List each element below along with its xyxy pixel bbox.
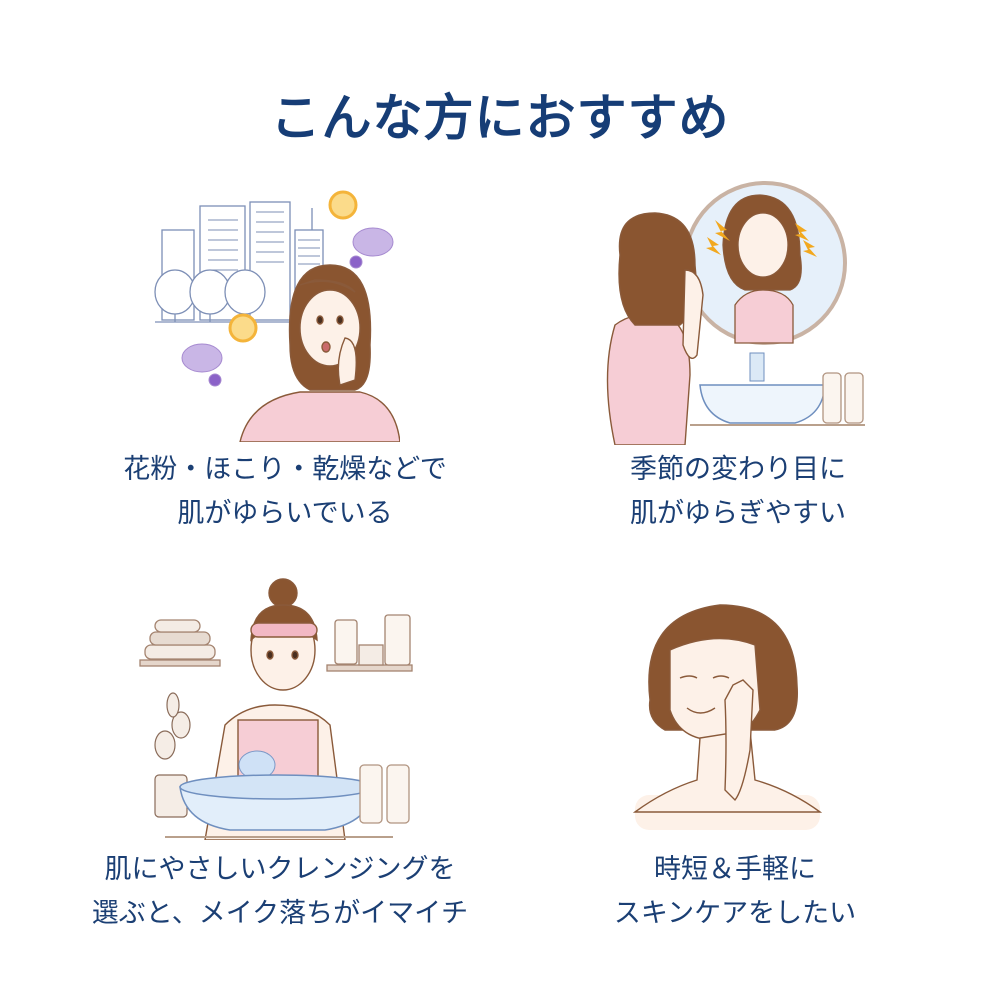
woman-pollen-dust-city-illustration	[150, 180, 400, 442]
tree-icon	[154, 269, 196, 315]
faucet-icon	[749, 352, 765, 382]
caption-3-line1: 肌にやさしいクレンジングを	[104, 854, 456, 885]
caption-2-line1: 季節の変わり目に	[630, 454, 846, 485]
towel-icon	[144, 644, 216, 660]
hair-bun	[268, 578, 298, 608]
sun-icon	[228, 190, 358, 343]
plant-icon	[154, 692, 191, 818]
page-title: こんな方におすすめ	[270, 89, 730, 147]
dust-cloud-icon	[181, 227, 394, 387]
caption-1-line2: 肌がゆらいでいる	[177, 498, 393, 529]
sink-icon	[699, 384, 826, 424]
caption-2-line2: 肌がゆらぎやすい	[630, 498, 846, 529]
bottle-icon	[822, 372, 864, 424]
lightning-icon	[706, 220, 817, 257]
shelf-right	[326, 664, 413, 672]
caption-4-line1: 時短＆手軽に	[654, 854, 816, 885]
caption-4-line2: スキンケアをしたい	[613, 898, 857, 929]
hand	[724, 679, 754, 802]
woman-washing-face-basin-illustration	[135, 575, 420, 840]
bottle-icon	[334, 619, 358, 665]
caption-1-line1: 花粉・ほこり・乾燥などで	[123, 454, 447, 485]
pump-bottle-icon	[359, 764, 410, 824]
caption-3-line2: 選ぶと、メイク落ちがイマイチ	[91, 898, 469, 929]
caption-3: 肌にやさしいクレンジングを 選ぶと、メイク落ちがイマイチ	[60, 848, 500, 936]
headband	[250, 622, 318, 638]
woman-mirror-sink-illustration	[595, 175, 870, 445]
caption-2: 季節の変わり目に 肌がゆらぎやすい	[518, 448, 958, 536]
caption-4: 時短＆手軽に スキンケアをしたい	[515, 848, 955, 936]
hair	[618, 212, 697, 326]
shelf-left	[139, 659, 221, 667]
caption-1: 花粉・ほこり・乾燥などで 肌がゆらいでいる	[65, 448, 505, 536]
woman-touching-cheek-illustration	[625, 590, 830, 830]
